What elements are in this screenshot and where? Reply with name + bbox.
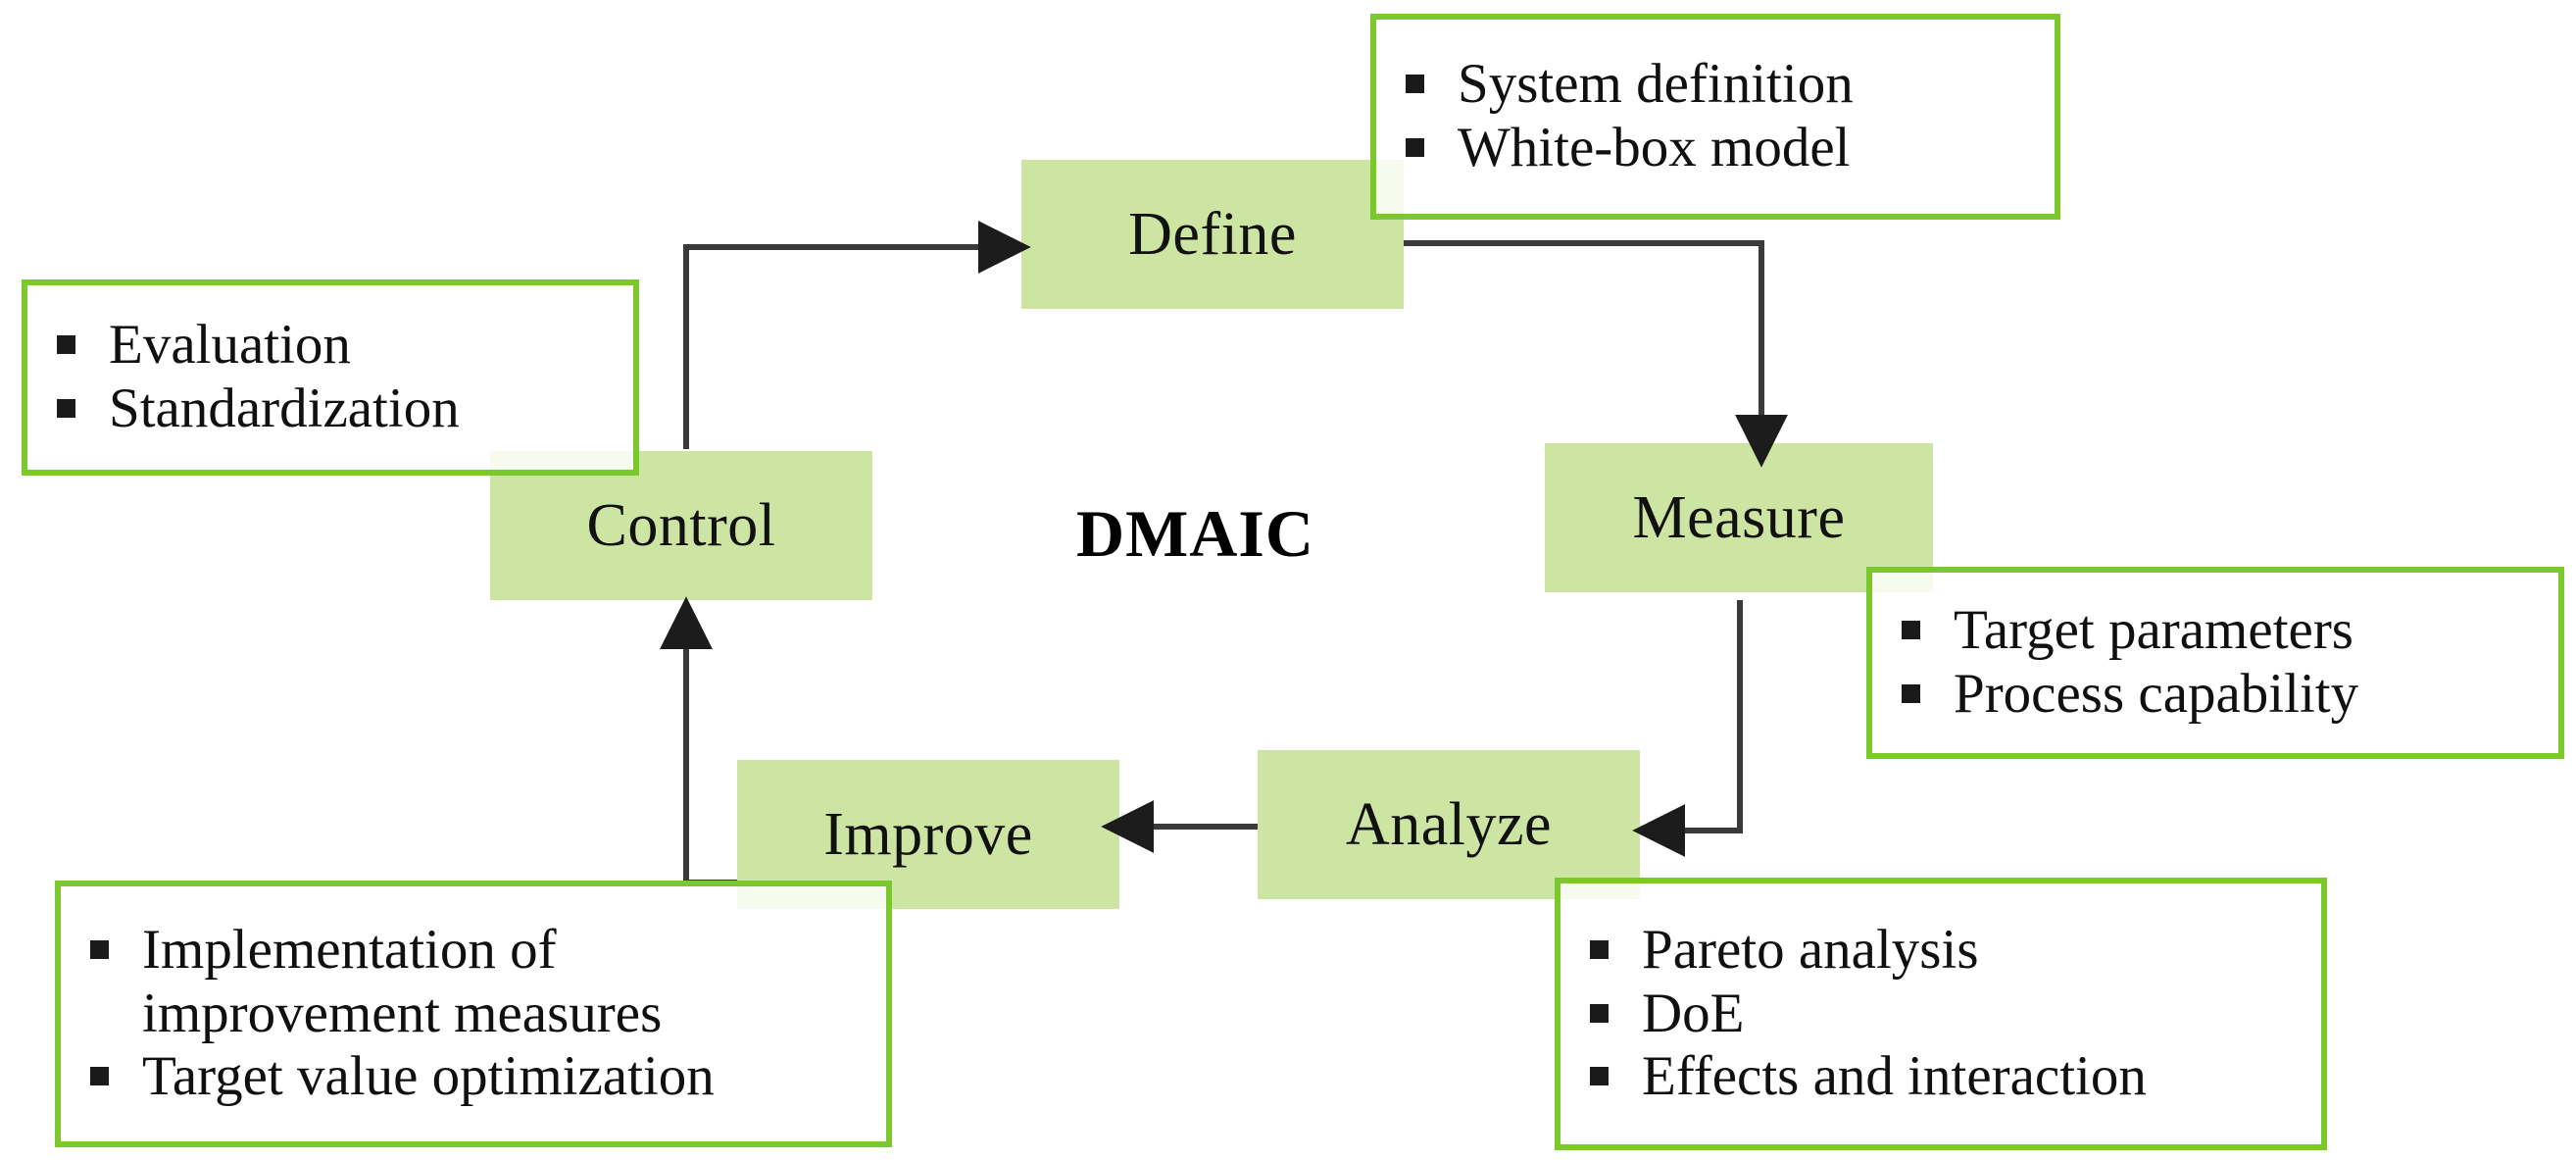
- callout-control-list: Evaluation Standardization: [27, 314, 633, 441]
- square-bullet-icon: [57, 399, 75, 418]
- arrow-define-to-measure: [1404, 240, 1788, 468]
- diagram-title-text: DMAIC: [1076, 496, 1314, 571]
- stage-box-analyze[interactable]: Analyze: [1258, 750, 1640, 899]
- callout-analyze: Pareto analysis DoE Effects and interact…: [1555, 878, 2327, 1150]
- callout-item-text: DoE: [1642, 982, 1745, 1044]
- arrow-improve-to-control: [660, 596, 737, 885]
- list-item: Evaluation: [57, 314, 616, 378]
- list-item: Pareto analysis: [1590, 919, 2304, 983]
- list-item: System definition: [1406, 53, 2037, 117]
- callout-item-text: Implementation of improvement measures: [142, 918, 663, 1044]
- square-bullet-icon: [1406, 138, 1424, 157]
- callout-item-text: Evaluation: [109, 314, 351, 377]
- callout-improve-list: Implementation of improvement measures T…: [61, 919, 886, 1110]
- list-item: Effects and interaction: [1590, 1045, 2304, 1109]
- square-bullet-icon: [57, 335, 75, 355]
- list-item: White-box model: [1406, 117, 2037, 180]
- list-item: Implementation of improvement measures: [90, 919, 868, 1046]
- square-bullet-icon: [1902, 684, 1920, 703]
- diagram-title: DMAIC: [1076, 495, 1314, 573]
- arrow-control-to-define: [683, 221, 1031, 449]
- list-item: Target value optimization: [90, 1045, 868, 1109]
- callout-item-text: Pareto analysis: [1642, 918, 1979, 981]
- callout-define-list: System definition White-box model: [1376, 53, 2055, 180]
- callout-item-text: System definition: [1458, 53, 1854, 116]
- arrow-measure-to-analyze: [1632, 600, 1743, 857]
- square-bullet-icon: [1590, 1003, 1609, 1023]
- stage-label-improve: Improve: [823, 801, 1033, 868]
- callout-control: Evaluation Standardization: [22, 279, 639, 476]
- callout-define: System definition White-box model: [1370, 14, 2060, 220]
- square-bullet-icon: [90, 939, 109, 959]
- square-bullet-icon: [90, 1067, 109, 1086]
- callout-measure-list: Target parameters Process capability: [1872, 599, 2558, 727]
- callout-measure: Target parameters Process capability: [1866, 567, 2564, 759]
- stage-box-define[interactable]: Define: [1021, 160, 1404, 309]
- list-item: DoE: [1590, 983, 2304, 1046]
- square-bullet-icon: [1590, 1067, 1609, 1086]
- stage-label-control: Control: [586, 492, 776, 559]
- square-bullet-icon: [1590, 939, 1609, 959]
- callout-item-text: Effects and interaction: [1642, 1045, 2147, 1108]
- callout-analyze-list: Pareto analysis DoE Effects and interact…: [1560, 919, 2321, 1110]
- callout-improve: Implementation of improvement measures T…: [55, 881, 892, 1147]
- callout-item-text: Standardization: [109, 378, 460, 439]
- callout-item-text: White-box model: [1458, 117, 1851, 178]
- stage-label-define: Define: [1128, 201, 1297, 268]
- stage-box-control[interactable]: Control: [490, 451, 872, 600]
- list-item: Standardization: [57, 378, 616, 441]
- callout-item-text: Target parameters: [1954, 599, 2353, 662]
- list-item: Process capability: [1902, 663, 2541, 727]
- square-bullet-icon: [1902, 621, 1920, 640]
- list-item: Target parameters: [1902, 599, 2541, 663]
- stage-label-measure: Measure: [1632, 484, 1846, 551]
- stage-label-analyze: Analyze: [1345, 791, 1553, 858]
- callout-item-text: Target value optimization: [142, 1045, 715, 1108]
- square-bullet-icon: [1406, 75, 1424, 94]
- callout-item-text: Process capability: [1954, 663, 2359, 725]
